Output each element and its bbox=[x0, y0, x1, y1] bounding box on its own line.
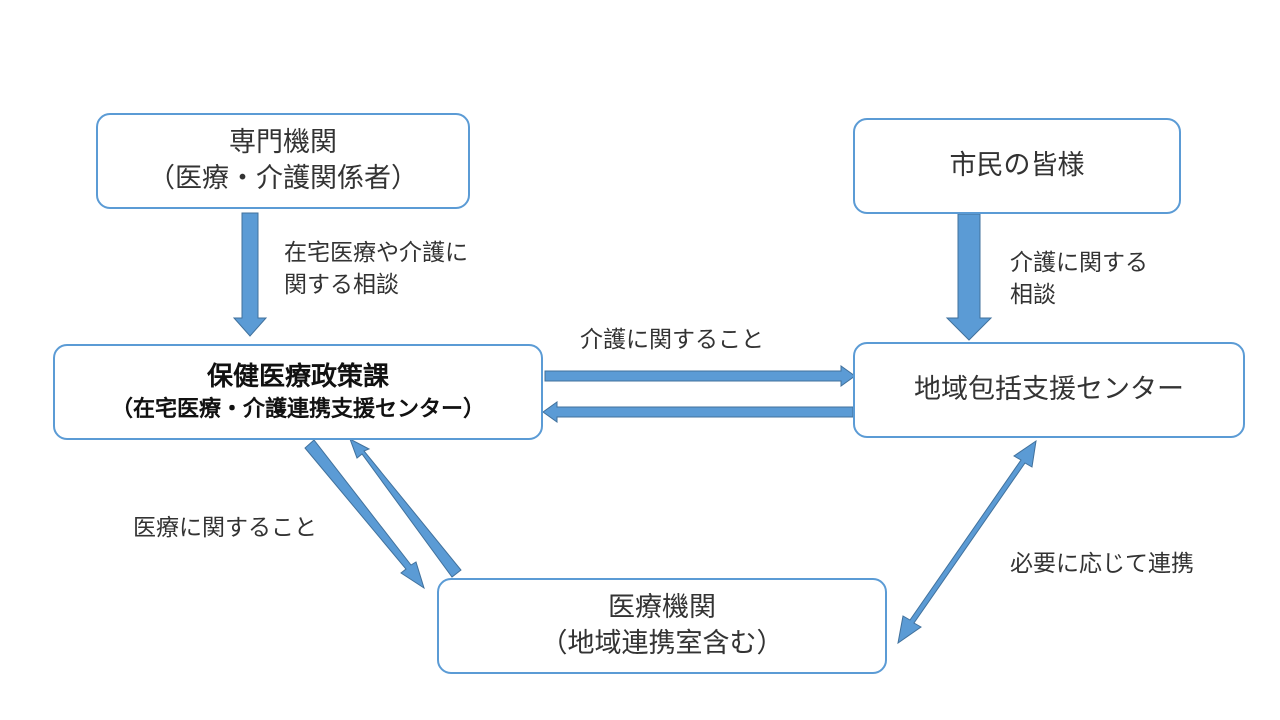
arrow-shimin-to-chiiki bbox=[945, 213, 993, 341]
arrow-hoken-to-iryo bbox=[304, 439, 425, 590]
label-kaigo-soudan: 介護に関する 相談 bbox=[1010, 248, 1148, 311]
label-kaigo-line1: 介護に関する bbox=[1010, 250, 1148, 276]
node-iryo-kikan: 医療機関 （地域連携室含む） bbox=[437, 578, 887, 674]
label-kaigo-koto: 介護に関すること bbox=[580, 327, 764, 353]
arrow-hoken-to-chiiki bbox=[544, 365, 856, 387]
node-senmon-kikan: 専門機関 （医療・介護関係者） bbox=[96, 113, 470, 209]
node-senmon-subtitle: （医療・介護関係者） bbox=[148, 163, 418, 194]
node-hoken-title: 保健医療政策課 bbox=[206, 362, 389, 393]
node-hoken-subtitle: （在宅医療・介護連携支援センター） bbox=[110, 396, 485, 422]
label-hitsuyo-renkei: 必要に応じて連携 bbox=[1010, 551, 1194, 577]
node-shimin: 市民の皆様 bbox=[853, 118, 1181, 214]
node-chiiki-houkatsu: 地域包括支援センター bbox=[853, 342, 1245, 438]
arrow-iryo-to-hoken bbox=[349, 437, 462, 578]
label-iryo-koto: 医療に関すること bbox=[133, 515, 317, 541]
node-chiiki-title: 地域包括支援センター bbox=[914, 374, 1184, 406]
node-senmon-title: 専門機関 bbox=[229, 127, 337, 159]
node-hoken-iryo-seisakuka: 保健医療政策課 （在宅医療・介護連携支援センター） bbox=[53, 344, 543, 440]
label-zaitaku-line1: 在宅医療や介護に bbox=[284, 240, 468, 266]
label-kaigo-line2: 相談 bbox=[1010, 281, 1056, 308]
node-shimin-title: 市民の皆様 bbox=[949, 150, 1085, 182]
node-iryo-subtitle: （地域連携室含む） bbox=[540, 628, 784, 659]
arrow-chiiki-to-hoken bbox=[542, 401, 854, 423]
label-zaitaku-soudan: 在宅医療や介護に 関する相談 bbox=[284, 238, 468, 301]
arrow-chiiki-iryo-bidirectional bbox=[897, 439, 1037, 645]
node-iryo-title: 医療機関 bbox=[608, 592, 716, 624]
label-zaitaku-line2: 関する相談 bbox=[284, 271, 399, 298]
arrow-senmon-to-hoken bbox=[232, 212, 268, 337]
